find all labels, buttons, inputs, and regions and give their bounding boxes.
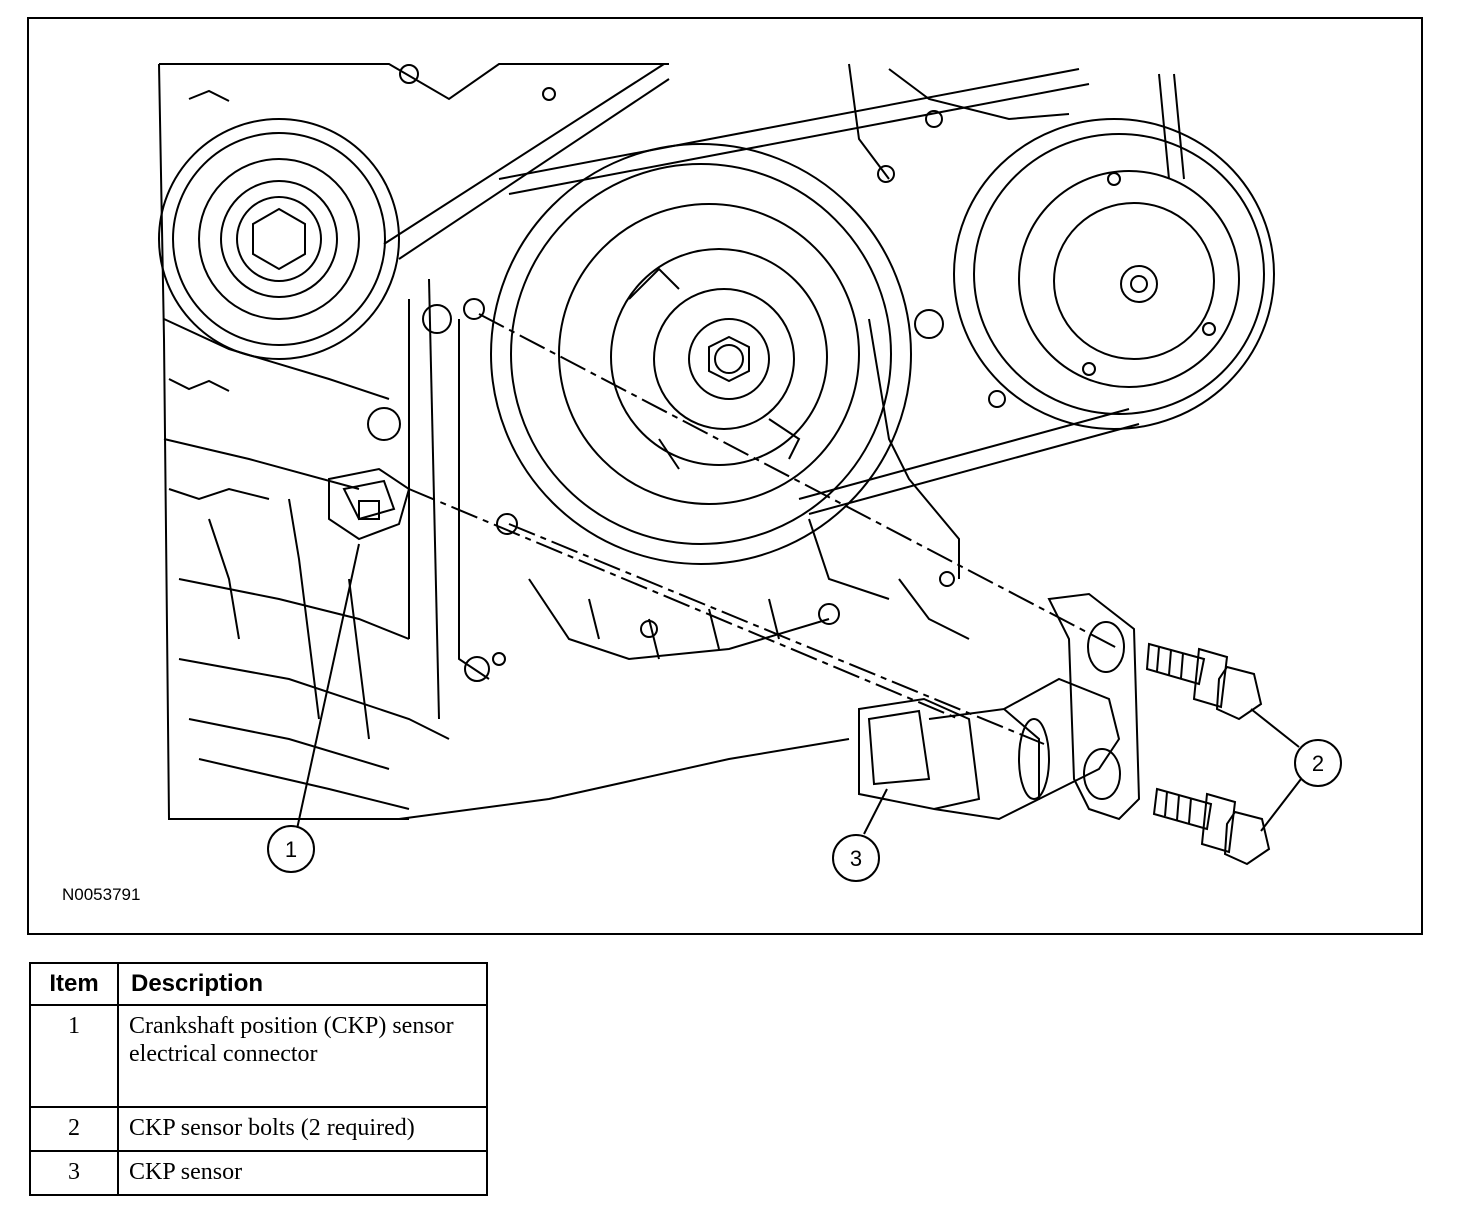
callout-numbers: 1 3 2 [285,751,1324,871]
engine-line-drawing: 1 3 2 [158,63,1342,882]
ckp-connector [328,298,518,541]
figure-id: N0053791 [62,885,141,904]
legend-item-description: CKP sensor bolts (2 required) [117,1106,488,1152]
drive-belt [383,63,1185,515]
legend-item-number: 2 [29,1106,119,1152]
ckp-sensor [858,592,1141,821]
callout-leaders [296,543,1302,835]
legend-header-item: Item [29,962,119,1006]
legend-item-description: CKP sensor [117,1150,488,1196]
idler-pulley [158,118,400,360]
ac-compressor-pulley [953,118,1275,430]
legend-row: 3 CKP sensor [29,1150,488,1196]
legend-item-description: Crankshaft position (CKP) sensor electri… [117,1004,488,1108]
callout-3: 3 [850,846,862,871]
legend-item-number: 3 [29,1150,119,1196]
legend-row: 2 CKP sensor bolts (2 required) [29,1106,488,1152]
legend-item-number: 1 [29,1004,119,1108]
crankshaft-pulley [490,143,912,565]
callout-1: 1 [285,837,297,862]
legend-table: Item Description 1 Crankshaft position (… [29,962,488,1196]
installation-guide-lines [408,313,1120,745]
legend-header-row: Item Description [29,962,488,1006]
engine-block [158,63,1070,820]
legend-header-description: Description [117,962,488,1006]
ckp-sensor-bolts [1145,642,1271,866]
callout-2: 2 [1312,751,1324,776]
diagram-frame: 1 3 2 N0053791 [27,17,1423,935]
legend-row: 1 Crankshaft position (CKP) sensor elect… [29,1004,488,1108]
callout-balloons [267,739,1342,882]
